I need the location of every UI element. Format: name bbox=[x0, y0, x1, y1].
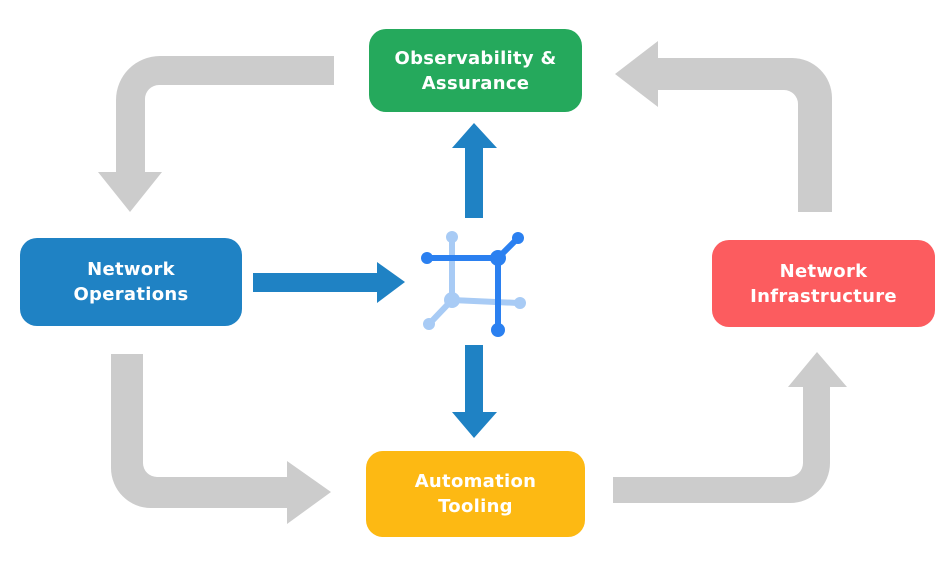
icon-bottom-edge bbox=[449, 297, 521, 306]
node-network-infrastructure: Network Infrastructure bbox=[712, 240, 935, 327]
arrow-automation-to-infra bbox=[613, 352, 847, 503]
node-automation-tooling: Automation Tooling bbox=[366, 451, 585, 537]
icon-node-right bbox=[514, 297, 526, 309]
arrow-infra-to-obs bbox=[615, 41, 832, 212]
node-network-infrastructure-label: Network Infrastructure bbox=[750, 260, 897, 307]
icon-corner-top-right bbox=[490, 250, 506, 266]
node-automation-tooling-label: Automation Tooling bbox=[414, 471, 537, 517]
icon-node-left bbox=[421, 252, 433, 264]
arrow-netops-to-automation bbox=[111, 354, 331, 524]
node-observability-assurance: Observability & Assurance bbox=[369, 29, 582, 112]
node-network-operations-label: Network Operations bbox=[73, 259, 189, 305]
arrow-netops-to-core bbox=[253, 262, 405, 303]
icon-node-top bbox=[446, 231, 458, 243]
icon-node-bottom bbox=[491, 323, 505, 337]
node-observability-label: Observability & Assurance bbox=[394, 47, 557, 94]
arrow-core-to-obs bbox=[452, 123, 497, 218]
icon-corner-bottom-left bbox=[444, 292, 460, 308]
network-automation-icon bbox=[421, 231, 526, 337]
arrow-core-to-automation bbox=[452, 345, 497, 438]
node-network-operations: Network Operations bbox=[20, 238, 242, 326]
arrow-obs-to-netops bbox=[98, 56, 334, 212]
icon-node-bottom-left-outer bbox=[423, 318, 435, 330]
icon-node-top-right-outer bbox=[512, 232, 524, 244]
